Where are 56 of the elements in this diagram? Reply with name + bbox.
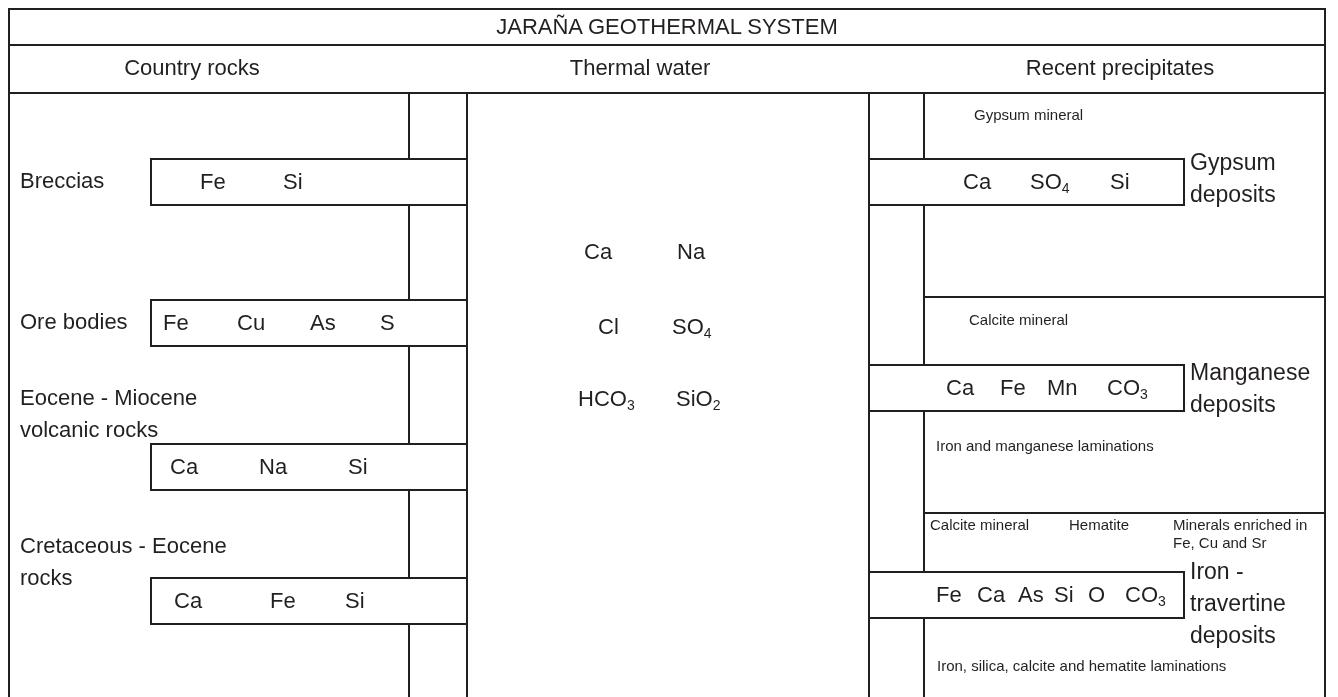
element-bar [868, 571, 1185, 619]
element-symbol: CO$_{3}$ [1107, 374, 1148, 402]
element-symbol: Fe [163, 309, 189, 337]
element-symbol: Fe [270, 587, 296, 615]
element-symbol: Si [283, 168, 303, 196]
element-symbol: Si [348, 453, 368, 481]
rock-type-label: Ore bodies [20, 308, 129, 336]
element-symbol: Mn [1047, 374, 1078, 402]
element-symbol: Si [1110, 168, 1130, 196]
water-box [466, 92, 870, 697]
ion-symbol: HCO$_{3}$ [578, 385, 635, 413]
element-symbol: Fe [936, 581, 962, 609]
element-symbol: Ca [977, 581, 1006, 609]
element-symbol: Fe [1000, 374, 1026, 402]
ion-symbol: SiO$_{2}$ [676, 385, 721, 413]
element-symbol: Si [1054, 581, 1074, 609]
mineral-label: Iron, silica, calcite and hematite laminations [937, 657, 1227, 675]
element-symbol: Ca [170, 453, 199, 481]
element-bar [150, 299, 468, 347]
element-symbol: Ca [963, 168, 992, 196]
column-header: Recent precipitates [1025, 54, 1215, 82]
deposit-label: Gypsum deposits [1190, 148, 1277, 209]
mineral-label: Calcite mineral [930, 516, 1030, 534]
element-symbol: Ca [946, 374, 975, 402]
element-symbol: Na [259, 453, 288, 481]
mineral-label: Iron and manganese laminations [936, 437, 1154, 455]
element-symbol: Fe [200, 168, 226, 196]
column-header: Thermal water [569, 54, 711, 82]
element-bar [150, 158, 468, 206]
element-symbol: SO$_{4}$ [1030, 168, 1070, 196]
element-bar [868, 364, 1185, 412]
rock-type-label: Breccias [20, 167, 106, 195]
mineral-label: Minerals enriched in Fe, Cu and Sr [1173, 516, 1309, 552]
element-symbol: CO$_{3}$ [1125, 581, 1166, 609]
ion-symbol: Ca [584, 238, 613, 266]
element-bar [150, 577, 468, 625]
element-symbol: O [1088, 581, 1106, 609]
element-symbol: Si [345, 587, 365, 615]
element-symbol: As [310, 309, 336, 337]
rock-type-label: Eocene - Miocene volcanic rocks [20, 384, 199, 444]
deposit-label: Iron - travertine deposits [1190, 557, 1287, 650]
mineral-label: Hematite [1069, 516, 1130, 534]
mineral-label: Gypsum mineral [974, 106, 1084, 124]
element-bar [868, 158, 1185, 206]
ion-symbol: Na [677, 238, 706, 266]
element-symbol: Cu [237, 309, 266, 337]
element-bar [150, 443, 468, 491]
mineral-label: Calcite mineral [969, 311, 1069, 329]
column-header: Country rocks [124, 54, 260, 82]
element-symbol: S [380, 309, 395, 337]
header-band [8, 44, 1326, 94]
ion-symbol: SO$_{4}$ [672, 313, 712, 341]
deposit-label: Manganese deposits [1190, 358, 1312, 419]
title-text: JARAÑA GEOTHERMAL SYSTEM [496, 16, 838, 38]
ion-symbol: Cl [598, 313, 619, 341]
element-symbol: As [1018, 581, 1044, 609]
